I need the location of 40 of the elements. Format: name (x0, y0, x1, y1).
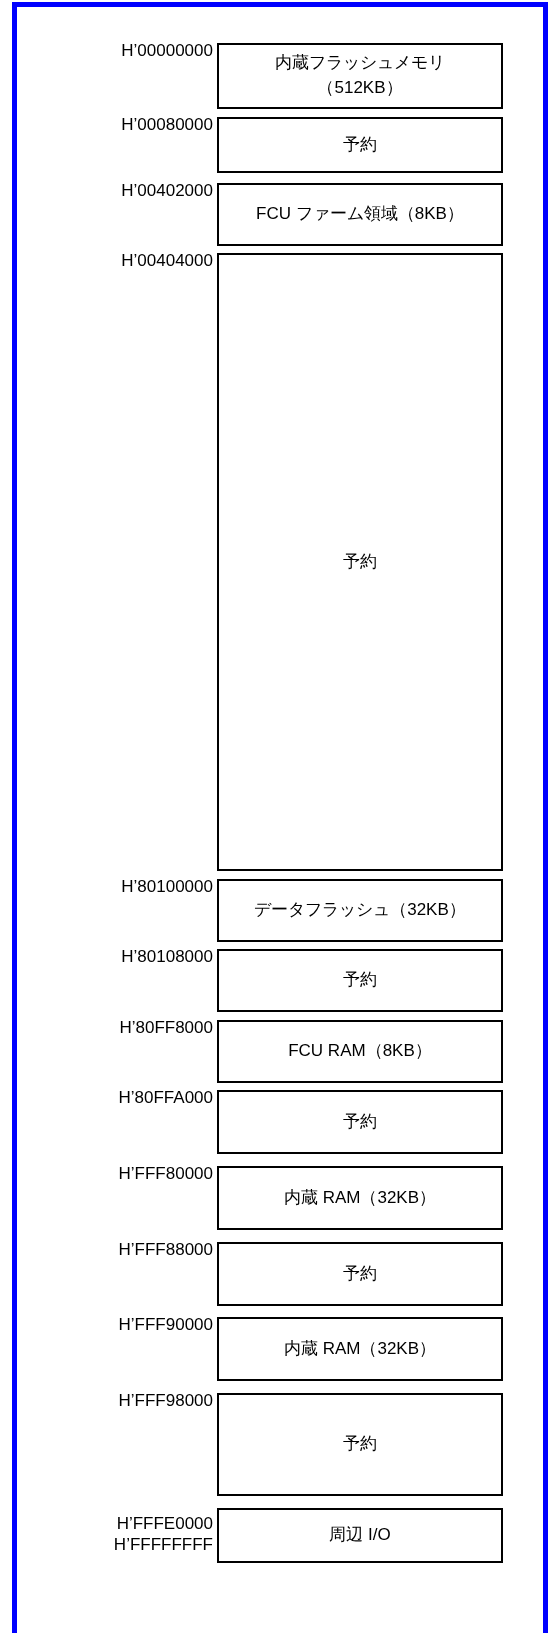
region-label: 予約 (343, 133, 377, 156)
address-label: H’80FF8000 (119, 1017, 213, 1039)
memory-region-box (217, 879, 503, 942)
region-label: 予約 (343, 969, 377, 992)
region-label: 内蔵フラッシュメモリ（512KB） (274, 52, 446, 99)
region-label: データフラッシュ（32KB） (254, 899, 466, 922)
memory-region-box (217, 43, 503, 109)
memory-region-box (217, 1090, 503, 1154)
memory-region-box (217, 253, 503, 871)
address-label: H’FFF88000 (118, 1239, 213, 1261)
memory-region-box (217, 183, 503, 246)
region-label: 予約 (343, 1262, 377, 1285)
memory-region-box (217, 1242, 503, 1306)
address-label: H’FFF98000 (118, 1390, 213, 1412)
address-label: H’FFFE0000 (116, 1513, 213, 1535)
memory-region-box (217, 1317, 503, 1381)
memory-region-box (217, 949, 503, 1012)
memory-region-box (217, 1166, 503, 1230)
memory-region-box (217, 1020, 503, 1083)
memory-region-box (217, 117, 503, 173)
address-label: H’80108000 (121, 946, 213, 968)
region-label: 内蔵 RAM（32KB） (283, 1337, 437, 1360)
region-label: FCU ファーム領域（8KB） (256, 203, 464, 226)
address-label: H’80FFA000 (118, 1087, 213, 1109)
address-label: H’FFF80000 (118, 1163, 213, 1185)
address-label: H’00080000 (121, 114, 213, 136)
memory-region-box (217, 1393, 503, 1496)
address-label: H’00000000 (121, 40, 213, 62)
address-label: H’00404000 (121, 250, 213, 272)
region-label: 内蔵 RAM（32KB） (283, 1186, 437, 1209)
region-label: 周辺 I/O (329, 1524, 391, 1547)
memory-region-box (217, 1508, 503, 1563)
region-label: 予約 (343, 550, 377, 573)
address-label: H’00402000 (121, 180, 213, 202)
address-label: H’FFFFFFFF (113, 1534, 213, 1556)
address-label: H’80100000 (121, 876, 213, 898)
region-label: 予約 (343, 1110, 377, 1133)
region-label: FCU RAM（8KB） (288, 1040, 432, 1063)
address-label: H’FFF90000 (118, 1314, 213, 1336)
region-label: 予約 (343, 1433, 377, 1456)
